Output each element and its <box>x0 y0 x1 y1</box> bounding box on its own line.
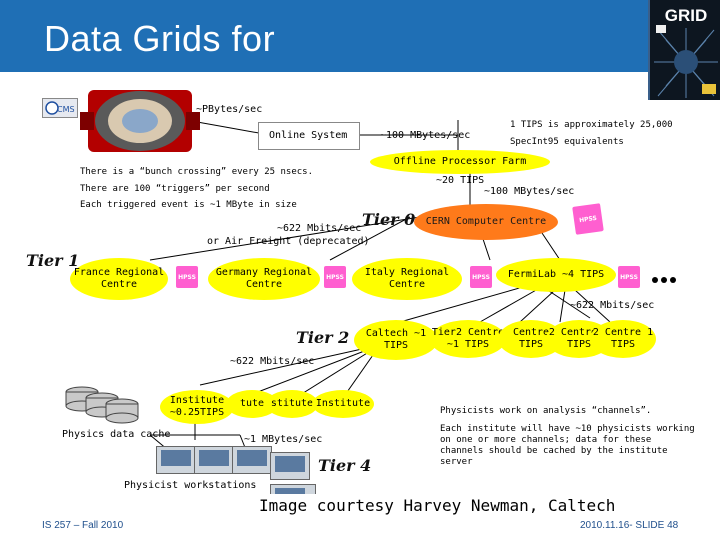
tips-note-2: SpecInt95 equivalents <box>510 137 624 147</box>
hpss-label-cern: HPSS <box>578 214 598 224</box>
germany-node: Germany Regional Centre <box>208 258 320 300</box>
fermilab-node: FermiLab ~4 TIPS <box>496 258 616 292</box>
book-title: GRID <box>664 6 708 25</box>
svg-text:CMS: CMS <box>57 105 75 114</box>
tier2-centre-4: 2 Centre 1 TIPS <box>590 320 656 358</box>
hpss-storage-icon: HPSS <box>572 203 604 235</box>
institute-2-label: tute <box>239 398 265 409</box>
title-bar: Data Grids for <box>0 0 720 72</box>
offline-farm-node: Offline Processor Farm <box>370 150 550 174</box>
footer-course: IS 257 – Fall 2010 <box>42 520 124 531</box>
offline-farm-label: Offline Processor Farm <box>393 156 527 167</box>
hpss-label-italy: HPSS <box>472 273 490 281</box>
cms-logo-icon: CMS <box>42 98 78 118</box>
air-freight: or Air Freight (deprecated) <box>207 236 370 247</box>
tier2-centre-4-label: 2 Centre 1 TIPS <box>592 327 654 350</box>
tier2-centre-1: Tier2 Centre ~1 TIPS <box>430 320 506 358</box>
link-622-top: ~622 Mbits/sec <box>277 223 362 234</box>
hpss-storage-icon: HPSS <box>470 266 492 288</box>
italy-node: Italy Regional Centre <box>352 258 462 300</box>
image-credit: Image courtesy Harvey Newman, Caltech <box>255 494 620 517</box>
hpss-storage-icon: HPSS <box>324 266 346 288</box>
tips-note-1: 1 TIPS is approximately 25,000 <box>510 120 673 130</box>
institute-4-label: Institute <box>315 398 371 409</box>
workstations-label: Physicist workstations <box>124 480 257 491</box>
institute-main-node: Institute ~0.25TIPS <box>160 390 234 424</box>
farm-tips: ~20 TIPS <box>436 175 485 186</box>
hpss-label-fermilab: HPSS <box>620 273 638 281</box>
slide-title: Data Grids for <box>44 18 276 59</box>
institute-node-4: Institute <box>312 390 374 418</box>
detector-image-icon <box>80 82 200 160</box>
tier2-centre-1-label: Tier2 Centre ~1 TIPS <box>431 327 505 350</box>
france-label: France Regional Centre <box>73 267 165 290</box>
online-system-box: Online System <box>258 122 360 150</box>
institute-node-3: stitute <box>266 390 318 418</box>
link-622-mid: ~622 Mbits/sec <box>230 356 315 367</box>
germany-label: Germany Regional Centre <box>215 267 313 290</box>
caltech-label: Caltech ~1 TIPS <box>365 328 427 351</box>
tier-1-label: Tier 1 <box>26 251 80 270</box>
italy-label: Italy Regional Centre <box>364 267 450 290</box>
more-centres-ellipsis <box>652 268 679 287</box>
workstation-icon <box>194 446 234 474</box>
tier2-centre-3-label: 2 Centre 1 TIPS <box>548 327 610 350</box>
pbytes-rate: ~PBytes/sec <box>196 104 263 115</box>
hpss-label-germany: HPSS <box>326 273 344 281</box>
institute-main-label: Institute ~0.25TIPS <box>169 395 225 418</box>
grid-book-cover: GRID <box>648 0 720 100</box>
fermilab-label: FermiLab ~4 TIPS <box>507 269 605 280</box>
tier2-centre-2-label: Centre TIPS <box>512 327 550 350</box>
disk-cache-icon <box>62 384 142 426</box>
event-note: Each triggered event is ~1 MByte in size <box>80 200 297 210</box>
workstation-icon <box>270 452 310 480</box>
institute-note: Each institute will have ~10 physicists … <box>440 424 695 467</box>
footer-slide-number: 2010.11.16- SLIDE 48 <box>580 520 679 531</box>
workstation-icon <box>156 446 196 474</box>
tier-0-label: Tier 0 <box>362 210 416 229</box>
tier-4-label: Tier 4 <box>318 456 372 475</box>
cern-label: CERN Computer Centre <box>425 216 547 227</box>
tier-2-label: Tier 2 <box>296 328 350 347</box>
grid-book-art <box>650 0 720 100</box>
triggers-note: There are 100 “triggers” per second <box>80 184 270 194</box>
analysis-note: Physicists work on analysis “channels”. <box>440 406 652 416</box>
online-system-label: Online System <box>269 130 348 141</box>
caltech-node: Caltech ~1 TIPS <box>354 320 438 360</box>
link-622-right: ~622 Mbits/sec <box>570 300 655 311</box>
france-node: France Regional Centre <box>70 258 168 300</box>
hpss-storage-icon: HPSS <box>618 266 640 288</box>
physics-cache-label: Physics data cache <box>62 429 171 440</box>
link-1mb: ~1 MBytes/sec <box>244 434 323 445</box>
workstation-icon <box>232 446 272 474</box>
cern-node: CERN Computer Centre <box>414 204 558 240</box>
rate-100-top: ~100 MBytes/sec <box>380 130 471 141</box>
institute-3-label: stitute <box>270 398 314 409</box>
hpss-label-france: HPSS <box>178 273 196 281</box>
hpss-storage-icon: HPSS <box>176 266 198 288</box>
farm-rate: ~100 MBytes/sec <box>484 186 575 197</box>
bunch-note: There is a “bunch crossing” every 25 nse… <box>80 167 313 177</box>
